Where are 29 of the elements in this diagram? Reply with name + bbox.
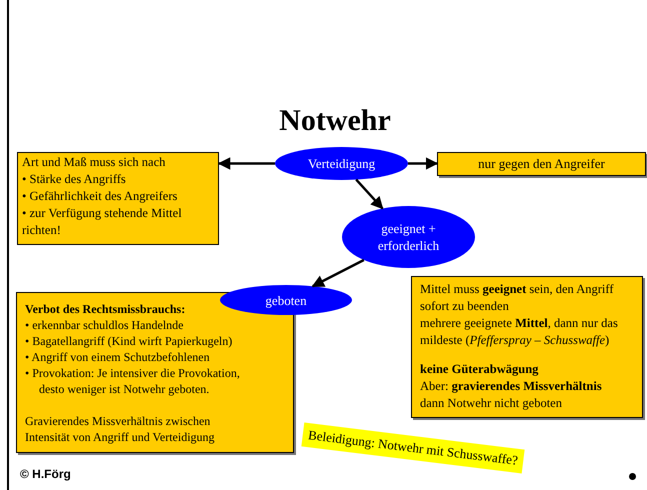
- arrow: [408, 157, 438, 170]
- arrow: [218, 157, 275, 170]
- bullet-item: • Stärke des Angriffs: [22, 171, 127, 188]
- body-text: Gravierendes Missverhältnis zwischen Intensität von Angriff und Verteidigung: [25, 413, 216, 445]
- text-box: [411, 276, 643, 418]
- box-heading: Verbot des Rechtsmissbrauchs:: [25, 301, 186, 317]
- body-text: Art und Maß muss sich nach: [22, 154, 166, 171]
- bullet-item: • Bagatellangriff (Kind wirft Papierkugeln): [25, 333, 234, 349]
- arrow: [355, 178, 384, 210]
- copyright-note: © H.Förg: [20, 466, 71, 483]
- note-text: Beleidigung: Notwehr mit Schusswaffe?: [307, 426, 519, 470]
- bullet-item: • Provokation: Je intensiver die Provokation, desto weniger ist Notwehr geboten.: [25, 365, 241, 397]
- ellipse-label: geeignet + erforderlich: [376, 220, 440, 254]
- body-text: keine Güterabwägung: [420, 361, 540, 378]
- ellipse-label: Verteidigung: [306, 155, 376, 172]
- bullet-item: • Gefährlichkeit des Angreifers: [22, 188, 178, 205]
- title: Notwehr: [278, 103, 392, 139]
- box-label: nur gegen den Angreifer: [478, 155, 605, 174]
- ellipse-label: geboten: [264, 292, 308, 308]
- body-text: mehrere geeignete Mittel, dann nur das mildeste (Pfefferspray – Schusswaffe): [420, 315, 619, 349]
- text-box: [437, 152, 646, 176]
- body-text: dann Notwehr nicht geboten: [420, 395, 563, 412]
- bullet-item: • zur Verfügung stehende Mittel: [22, 205, 183, 222]
- arrow: [312, 258, 364, 288]
- bullet-item: • erkennbar schuldlos Handelnde: [25, 317, 184, 333]
- text-box: [17, 152, 219, 245]
- body-text: Aber: gravierendes Missverhältnis: [420, 378, 603, 395]
- body-text: richten!: [22, 222, 62, 239]
- bullet-item: • Angriff von einem Schutzbefohlenen: [25, 349, 211, 365]
